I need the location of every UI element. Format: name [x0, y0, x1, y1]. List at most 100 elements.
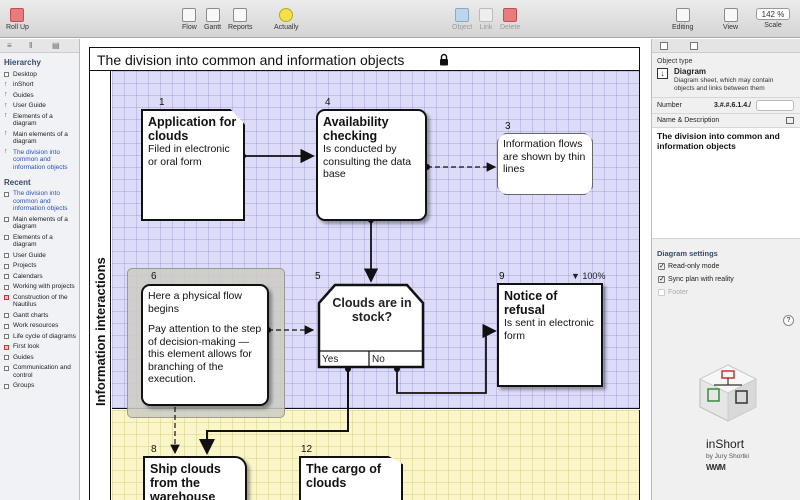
sync-checkbox[interactable]: ✓ Sync plan with reality	[658, 276, 734, 283]
recent-heading: Recent	[4, 177, 31, 187]
info-tab-icon[interactable]	[690, 42, 698, 50]
diagram-icon	[4, 274, 9, 279]
node-number: 9	[499, 271, 505, 282]
diagram-title-bar: The division into common and information…	[89, 47, 640, 71]
recent-item[interactable]: Groups	[0, 381, 79, 392]
settings-heading: Diagram settings	[657, 249, 718, 258]
footer-checkbox[interactable]: Footer	[652, 287, 800, 300]
recent-item[interactable]: Guides	[0, 352, 79, 363]
object-type-row: ↓ Diagram Diagram sheet, which may conta…	[652, 65, 800, 97]
reports-button[interactable]: Reports	[228, 8, 253, 31]
diagram-icon	[4, 323, 9, 329]
progress-percent: ▼ 100%	[571, 271, 606, 281]
list-icon[interactable]: ▤	[52, 41, 60, 50]
hierarchy-item[interactable]: Desktop	[0, 69, 79, 80]
decision-shape	[317, 283, 425, 369]
recent-item[interactable]: Gantt charts	[0, 310, 79, 321]
number-value: 3.#.#.6.1.4./	[714, 102, 751, 109]
up-arrow-icon: ↑	[4, 80, 8, 88]
desktop-icon	[4, 72, 9, 77]
recent-list: The division into common and information…	[0, 189, 79, 392]
empty-checkbox-icon	[658, 289, 665, 296]
rollup-button[interactable]: Roll Up	[6, 8, 29, 31]
inspector-tabs	[652, 39, 800, 53]
view-icon	[723, 8, 738, 22]
link-yes-to-8	[199, 369, 349, 455]
hierarchy-item[interactable]: ↑Elements of a diagram	[4, 112, 53, 127]
recent-item[interactable]: Calendars	[0, 271, 79, 282]
recent-item[interactable]: The division into common and information…	[0, 189, 79, 215]
object-icon	[455, 8, 470, 22]
node-number: 3	[505, 121, 511, 132]
swimlane-header: Information interactions	[89, 71, 111, 500]
node-availability-check[interactable]: Availability checking Is conducted by co…	[316, 109, 427, 221]
node-decision-stock[interactable]: Clouds are in stock? Yes No	[317, 283, 425, 369]
editing-button[interactable]: Editing	[672, 8, 693, 31]
recent-item[interactable]: User Guide	[0, 250, 79, 261]
node-cargo[interactable]: The cargo of clouds	[299, 456, 403, 500]
object-button[interactable]: Object	[452, 8, 472, 31]
recent-item[interactable]: Communication and control	[0, 363, 79, 381]
node-refusal-notice[interactable]: Notice of refusal Is sent in electronic …	[497, 283, 603, 387]
inspector-panel: Object type ↓ Diagram Diagram sheet, whi…	[651, 39, 800, 500]
number-row: Number 3.#.#.6.1.4./	[652, 97, 800, 113]
gantt-button[interactable]: Gantt	[204, 8, 221, 31]
edit-icon[interactable]	[786, 117, 794, 124]
check-icon: ✓	[658, 263, 665, 270]
name-desc-row: Name & Description	[652, 113, 800, 127]
view-button[interactable]: View	[723, 8, 738, 31]
app-logo	[698, 364, 758, 422]
actually-button[interactable]: Actually	[274, 8, 299, 31]
link-icon	[479, 8, 493, 22]
object-tab-icon[interactable]	[660, 42, 668, 50]
up-arrow-icon: ↑	[4, 112, 8, 119]
diagram-canvas[interactable]: The division into common and information…	[81, 39, 650, 500]
flow-button[interactable]: Flow	[182, 8, 197, 31]
decision-no[interactable]: No	[372, 354, 385, 365]
diagram-title: The division into common and information…	[97, 52, 405, 68]
node-number: 1	[159, 97, 165, 108]
node-ship-clouds[interactable]: Ship clouds from the warehouse	[143, 456, 247, 500]
app-author: by Jury Shortki	[706, 453, 749, 460]
decision-yes[interactable]: Yes	[322, 354, 339, 365]
node-physical-flow-note[interactable]: Here a physical flow begins Pay attentio…	[141, 284, 269, 406]
hierarchy-item[interactable]: ↑inShort	[4, 80, 34, 89]
recent-item[interactable]: Main elements of a diagram	[0, 214, 79, 232]
vendor-logo: WWM	[706, 463, 726, 472]
diagram-type-icon: ↓	[657, 68, 668, 79]
hierarchy-item-current[interactable]: ↑The division into common and informatio…	[4, 148, 68, 171]
pane-icon[interactable]: ‖	[29, 41, 33, 50]
recent-item[interactable]: Elements of a diagram	[0, 232, 79, 250]
rollup-icon	[10, 8, 25, 22]
recent-item[interactable]: Work resources	[0, 321, 79, 332]
readonly-checkbox[interactable]: ✓ Read-only mode	[658, 263, 720, 270]
zoom-select[interactable]: 142 %	[756, 8, 790, 20]
number-select[interactable]	[756, 100, 794, 111]
name-field[interactable]: The division into common and information…	[652, 127, 800, 239]
link-button[interactable]: Link	[479, 8, 493, 31]
diagram-icon	[4, 383, 9, 389]
help-button[interactable]: ?	[783, 315, 794, 326]
hierarchy-item[interactable]: ↑Guides	[4, 91, 34, 99]
recent-item[interactable]: Working with projects	[0, 282, 79, 293]
recent-item[interactable]: Projects	[0, 261, 79, 272]
hierarchy-item[interactable]: ↑User Guide	[4, 101, 46, 110]
hierarchy-item[interactable]: ↑Main elements of a diagram	[4, 130, 68, 145]
lock-icon	[440, 53, 448, 66]
diagram-icon	[4, 191, 9, 197]
gantt-icon	[205, 8, 220, 22]
recent-item[interactable]: Life cycle of diagrams	[0, 331, 79, 342]
node-number: 8	[151, 444, 157, 455]
flow-icon	[182, 8, 197, 22]
node-application[interactable]: Application for clouds Filed in electron…	[141, 109, 245, 221]
gantt-icon	[4, 295, 9, 300]
diagram-icon	[4, 334, 9, 339]
toolbar: Roll Up Flow Gantt Reports Actually Obje…	[0, 0, 800, 38]
recent-item[interactable]: First look	[0, 342, 79, 353]
collapse-icon[interactable]: ≡	[7, 41, 12, 50]
node-information-flows[interactable]: Information flows are shown by thin line…	[497, 133, 593, 195]
recent-item[interactable]: Construction of the Nautilus	[0, 292, 79, 310]
object-type-label: Object type	[657, 58, 693, 65]
delete-button[interactable]: Delete	[500, 8, 520, 31]
scale-control[interactable]: 142 % Scale	[756, 8, 790, 29]
